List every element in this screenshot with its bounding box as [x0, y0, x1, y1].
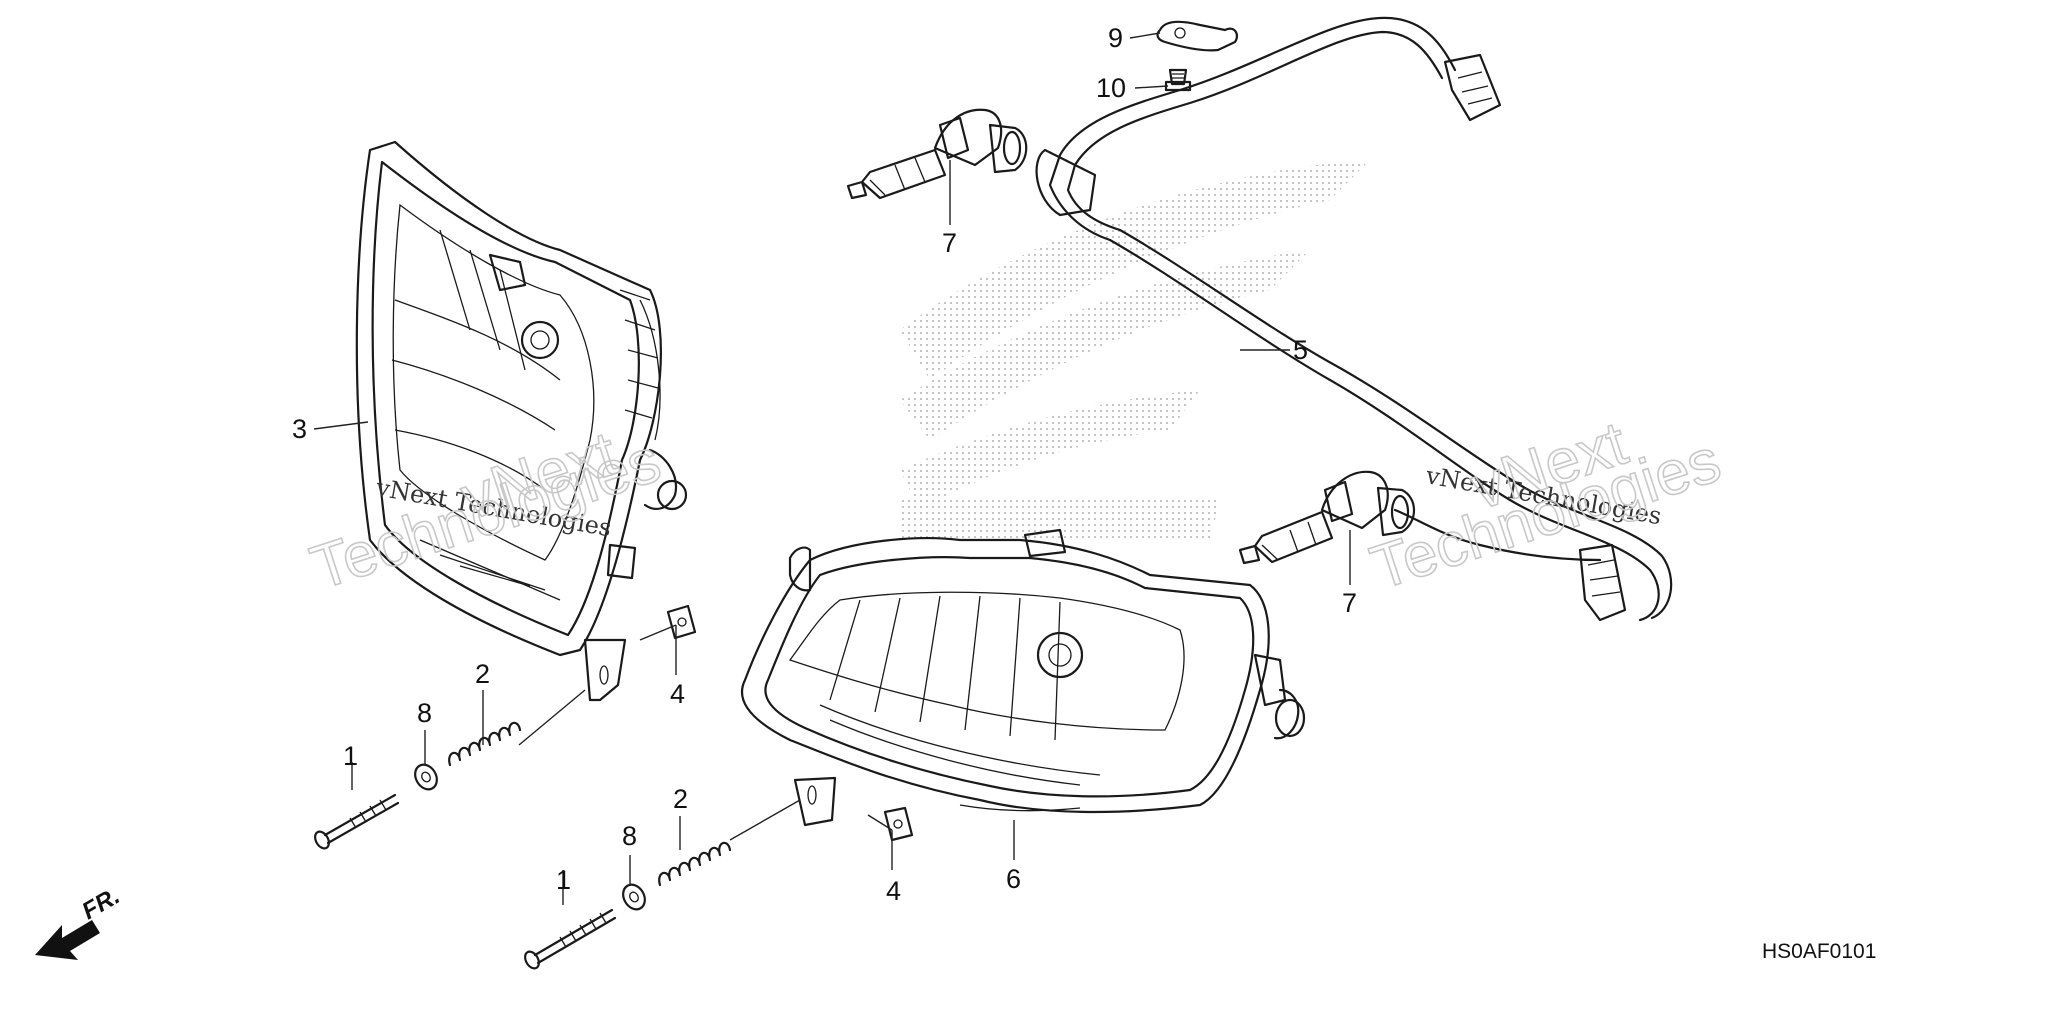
headlight-right	[740, 528, 1306, 827]
background-logo	[900, 160, 1370, 540]
leader-lines	[313, 32, 1351, 905]
callout-3: 3	[292, 414, 307, 444]
diagram-code: HS0AF0101	[1762, 940, 1876, 963]
callout-8-lower: 8	[622, 821, 637, 851]
callout-6: 6	[1006, 864, 1021, 894]
bulb-lower	[1238, 470, 1416, 565]
clip-nut-lower	[883, 806, 914, 842]
tapping-screw	[1164, 68, 1192, 92]
front-direction-marker: FR.	[35, 882, 124, 960]
callout-4-lower: 4	[886, 876, 901, 906]
harness-clamp	[1156, 20, 1239, 52]
washer-upper	[414, 763, 438, 791]
callout-2-lower: 2	[673, 784, 688, 814]
callout-10: 10	[1096, 73, 1126, 103]
clip-nut-upper	[666, 604, 697, 640]
bolt-upper	[314, 793, 400, 850]
bulb-upper	[846, 108, 1028, 200]
front-label: FR.	[78, 882, 125, 925]
callout-7-lower: 7	[1342, 588, 1357, 618]
spring-upper	[448, 721, 522, 767]
callouts: 3 1 8 2 4 1 8 2 4 6 5 7 7 9 10	[292, 23, 1357, 906]
callout-1-lower: 1	[556, 865, 571, 895]
spring-lower	[658, 841, 732, 887]
callout-4-upper: 4	[670, 679, 685, 709]
callout-1-upper: 1	[343, 741, 358, 771]
callout-7-upper: 7	[942, 228, 957, 258]
bolt-lower	[524, 908, 617, 970]
wire-harness	[1035, 16, 1673, 622]
headlight-left	[355, 140, 688, 702]
callout-9: 9	[1108, 23, 1123, 53]
callout-8-upper: 8	[417, 698, 432, 728]
washer-lower	[622, 883, 646, 911]
front-direction-arrow-icon	[35, 920, 100, 960]
callout-2-upper: 2	[475, 659, 490, 689]
callout-5: 5	[1293, 335, 1308, 365]
